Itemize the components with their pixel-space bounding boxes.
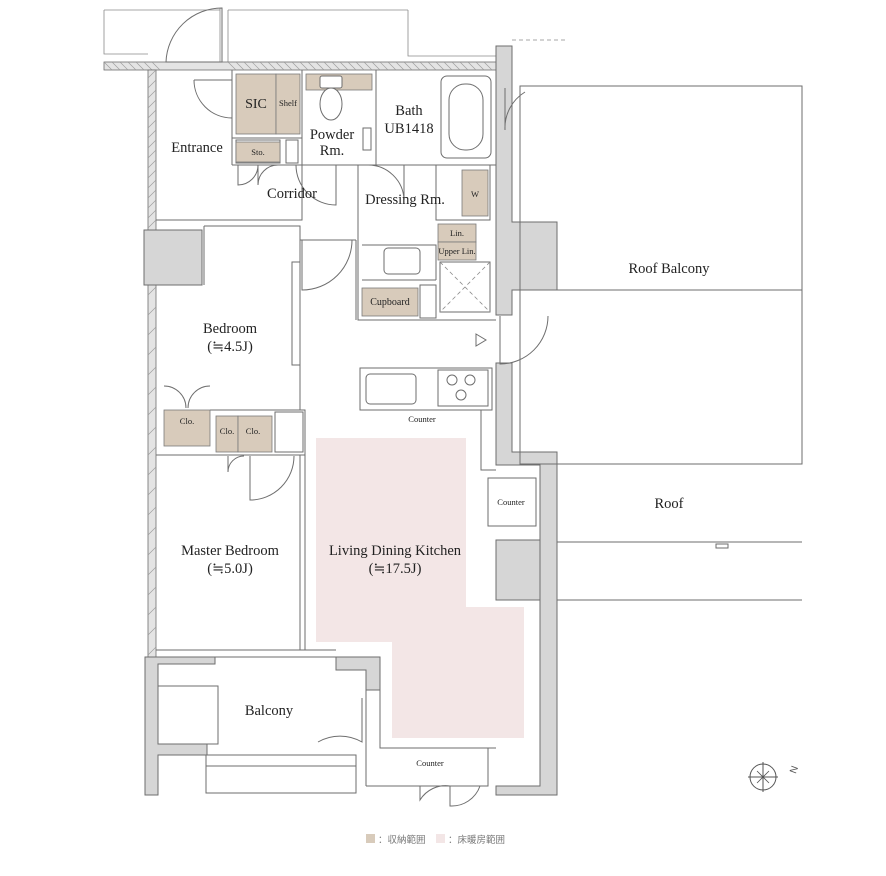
label-balcony: Balcony — [245, 703, 294, 719]
label-roof-balcony: Roof Balcony — [629, 261, 711, 277]
bedroom-closet-storage — [163, 409, 211, 447]
legend-storage-swatch — [366, 834, 375, 843]
compass-north-label: N — [788, 765, 801, 776]
master-closet-b-storage — [237, 415, 273, 453]
upper-linen-storage — [437, 241, 477, 261]
floor-heating-area — [316, 438, 524, 738]
label-washer: W — [471, 189, 479, 199]
label-bottom-counter: Counter — [416, 758, 444, 768]
label-roof: Roof — [655, 496, 684, 512]
column-right-mid — [495, 539, 541, 601]
label-entrance: Entrance — [171, 140, 223, 156]
washer-storage — [461, 169, 489, 217]
label-powder-room-2: Rm. — [320, 143, 345, 159]
label-ldk-size: (≒17.5J) — [369, 561, 422, 577]
fixtures — [157, 75, 803, 794]
label-upper-linen: Upper Lin. — [438, 246, 475, 256]
right-exterior-wall — [495, 45, 558, 316]
column-left-top — [143, 229, 203, 286]
cupboard-storage — [361, 287, 419, 317]
label-sic: SIC — [245, 97, 267, 112]
label-side-counter: Counter — [497, 497, 525, 507]
sto-storage — [235, 141, 281, 163]
legend-floor-heating-swatch — [436, 834, 445, 843]
doors — [163, 7, 549, 807]
label-dressing-room: Dressing Rm. — [365, 192, 445, 208]
sic-storage — [235, 73, 277, 135]
upper-neighbor-outline — [103, 8, 565, 62]
label-bath-2: UB1418 — [384, 121, 433, 137]
legend-floor-heating-label: ：床暖房範囲 — [448, 834, 505, 846]
label-powder-room-1: Powder — [310, 127, 354, 143]
label-linen: Lin. — [450, 228, 464, 238]
label-bedroom: Bedroom — [203, 321, 258, 337]
label-master-bedroom-size: (≒5.0J) — [207, 561, 253, 577]
label-bedroom-closet: Clo. — [180, 416, 194, 426]
label-master-closet-b: Clo. — [246, 426, 260, 436]
interior-walls — [156, 70, 496, 787]
label-master-closet-a: Clo. — [220, 426, 234, 436]
shelf-storage — [275, 73, 301, 135]
label-corridor: Corridor — [267, 186, 317, 202]
column-balcony-right — [335, 656, 381, 691]
label-bath-1: Bath — [395, 103, 423, 119]
compass: N — [748, 762, 801, 792]
label-cupboard: Cupboard — [370, 297, 409, 308]
label-kitchen-counter: Counter — [408, 414, 436, 424]
label-shelf: Shelf — [279, 98, 297, 108]
storage-zones — [163, 73, 489, 453]
label-bedroom-size: (≒4.5J) — [207, 339, 253, 355]
label-master-bedroom: Master Bedroom — [181, 543, 280, 559]
legend: ：収納範囲 ：床暖房範囲 — [366, 834, 505, 846]
legend-storage-label: ：収納範囲 — [378, 834, 426, 846]
label-ldk: Living Dining Kitchen — [329, 543, 462, 559]
label-sto: Sto. — [251, 147, 264, 157]
